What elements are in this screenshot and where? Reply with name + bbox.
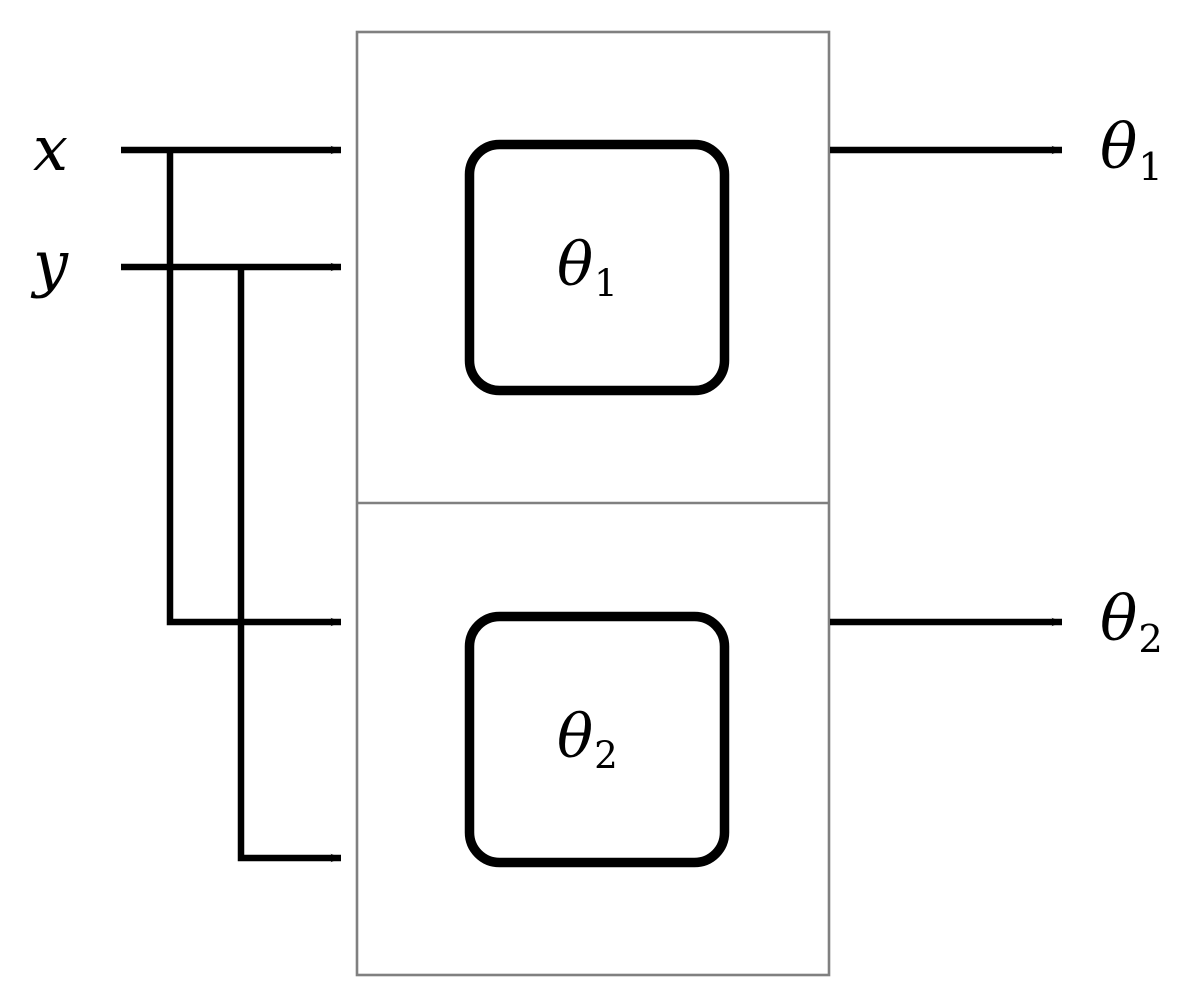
output-theta-2-symbol: θ [1100, 582, 1138, 655]
block-theta-2-label: θ2 [557, 707, 618, 774]
block-theta-1-symbol: θ [557, 230, 594, 300]
wire-y-to-theta2 [237, 267, 342, 863]
block-theta-2-symbol: θ [557, 702, 594, 772]
block-theta-1-subscript: 1 [594, 261, 618, 306]
block-theta-2-subscript: 2 [594, 733, 618, 778]
block-theta-1-rect[interactable] [464, 139, 730, 396]
input-label-x-text: x [33, 112, 68, 185]
output-theta-1-symbol: θ [1100, 110, 1138, 183]
output-label-theta-1: θ1 [1100, 116, 1163, 187]
output-theta-1-subscript: 1 [1138, 144, 1163, 190]
output-theta-2-subscript: 2 [1138, 616, 1163, 662]
input-label-y: y [33, 233, 68, 295]
input-label-y-text: y [33, 227, 69, 300]
input-label-x: x [33, 118, 68, 180]
block-theta-1-label: θ1 [557, 235, 618, 302]
output-label-theta-2: θ2 [1100, 588, 1163, 659]
block-theta-2-rect[interactable] [464, 611, 730, 868]
wire-x-to-theta2 [166, 150, 342, 627]
